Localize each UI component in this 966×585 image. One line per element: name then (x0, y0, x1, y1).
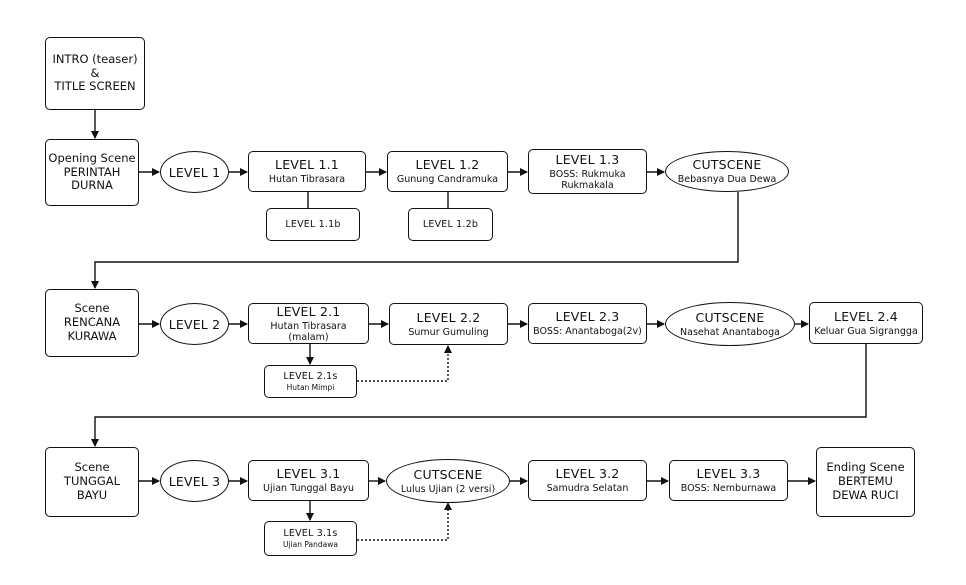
node-level-3-1: LEVEL 3.1 Ujian Tunggal Bayu (248, 460, 369, 501)
node-cutscene-2: CUTSCENE Nasehat Anantaboga (665, 302, 795, 346)
node-level-1-1b: LEVEL 1.1b (266, 208, 360, 241)
node-scene-rencana-kurawa: Scene RENCANA KURAWA (45, 289, 139, 357)
node-level-2-3: LEVEL 2.3 BOSS: Anantaboga(2v) (528, 303, 647, 344)
node-opening-scene: Opening Scene PERINTAH DURNA (45, 139, 139, 206)
node-level-3-1s: LEVEL 3.1s Ujian Pandawa (264, 521, 357, 556)
node-level-3: LEVEL 3 (160, 460, 229, 502)
arrow-l31s-cut3 (357, 502, 452, 541)
node-cutscene-3: CUTSCENE Lulus Ujian (2 versi) (386, 459, 510, 503)
node-ending-scene: Ending Scene BERTEMU DEWA RUCI (816, 447, 915, 517)
node-level-3-2: LEVEL 3.2 Samudra Selatan (528, 460, 647, 501)
node-level-2-1: LEVEL 2.1 Hutan Tibrasara (malam) (248, 303, 369, 344)
node-scene-tunggal-bayu: Scene TUNGGAL BAYU (45, 447, 139, 517)
node-cutscene-1: CUTSCENE Bebasnya Dua Dewa (665, 151, 789, 192)
node-level-1-2b: LEVEL 1.2b (408, 208, 493, 241)
node-level-2-1s: LEVEL 2.1s Hutan Mimpi (264, 365, 357, 398)
node-level-2-2: LEVEL 2.2 Sumur Gumuling (389, 303, 508, 345)
node-level-2: LEVEL 2 (160, 303, 229, 345)
arrow-cut1-scene2 (91, 192, 739, 289)
node-level-1-1: LEVEL 1.1 Hutan Tibrasara (248, 151, 366, 192)
node-level-3-3: LEVEL 3.3 BOSS: Nemburnawa (669, 460, 788, 501)
arrow-l21s-l22 (357, 345, 452, 382)
node-level-1: LEVEL 1 (160, 151, 229, 193)
node-level-2-4: LEVEL 2.4 Keluar Gua Sigrangga (809, 302, 923, 344)
arrow-l24-scene3 (91, 344, 867, 447)
node-level-1-3: LEVEL 1.3 BOSS: Rukmuka Rukmakala (528, 149, 647, 194)
node-intro: INTRO (teaser) & TITLE SCREEN (45, 37, 145, 110)
node-level-1-2: LEVEL 1.2 Gunung Candramuka (387, 151, 508, 192)
